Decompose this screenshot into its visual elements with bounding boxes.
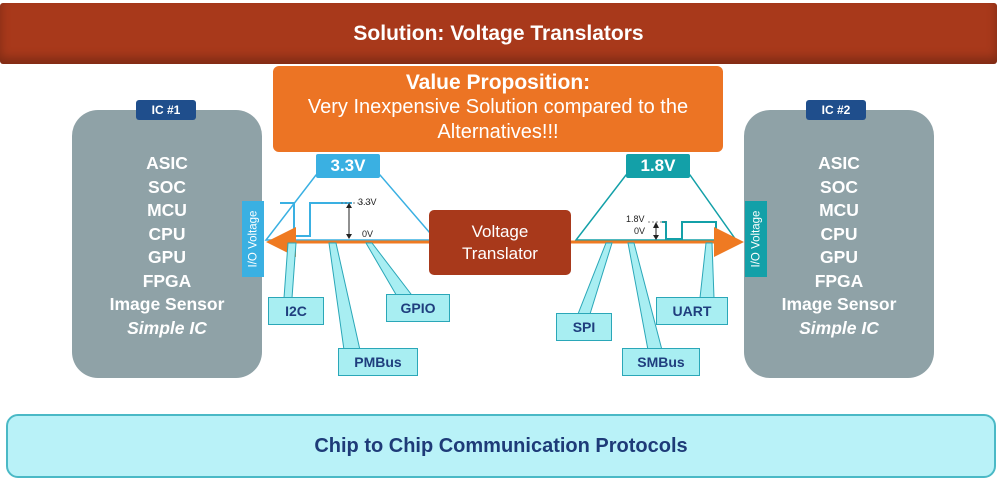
ic2-item: MCU	[819, 200, 859, 220]
ic1-item: GPU	[148, 247, 186, 267]
ic2-item: GPU	[820, 247, 858, 267]
spi-pointer	[577, 242, 613, 315]
value-proposition-line2: Alternatives!!!	[437, 121, 559, 143]
footer-banner: Chip to Chip Communication Protocols	[6, 414, 996, 478]
value-proposition-line1: Very Inexpensive Solution compared to th…	[307, 96, 689, 118]
left-low-level-label: 0V	[362, 229, 374, 239]
left-high-level-label: 3.3V	[358, 197, 377, 207]
left-voltage-badge: 3.3V	[316, 154, 380, 178]
ic2-item: ASIC	[818, 153, 860, 173]
ic1-item: FPGA	[142, 270, 192, 291]
title-banner: Solution: Voltage Translators	[0, 3, 997, 64]
value-proposition-box: Value Proposition: Very Inexpensive Solu…	[273, 66, 723, 152]
ic2-item: SOC	[820, 176, 858, 197]
protocol-gpio: GPIO	[386, 294, 450, 322]
protocol-pmbus: PMBus	[338, 348, 418, 376]
ic2-item: CPU	[820, 223, 858, 244]
right-low-level-label: 0V	[634, 226, 646, 236]
ic2-tag: IC #2	[806, 100, 866, 120]
voltage-translator-box: Voltage Translator	[429, 210, 571, 275]
gpio-pointer	[365, 242, 416, 299]
voltage-translator-line1: Voltage	[471, 221, 529, 241]
right-voltage-callout	[574, 174, 738, 241]
uart-pointer	[699, 242, 715, 299]
footer-label: Chip to Chip Communication Protocols	[314, 434, 688, 457]
ic2-io-voltage: I/O Voltage	[745, 201, 767, 277]
i2c-pointer	[283, 242, 297, 299]
ic1-item: CPU	[148, 223, 186, 244]
left-voltage-callout	[264, 174, 438, 241]
value-proposition-heading: Value Proposition:	[405, 71, 591, 94]
protocol-uart: UART	[656, 297, 728, 325]
ic1-io-voltage: I/O Voltage	[242, 201, 264, 277]
ic1-item: Image Sensor	[109, 294, 225, 314]
right-voltage-badge: 1.8V	[626, 154, 690, 178]
ic1-item: ASIC	[146, 153, 188, 173]
ic2-list: ASIC SOC MCU CPU GPU FPGA Image Sensor S…	[744, 152, 934, 340]
ic1-item-italic: Simple IC	[127, 317, 207, 338]
ic2-box	[744, 110, 934, 378]
protocol-i2c: I2C	[268, 297, 324, 325]
ic1-box	[72, 110, 262, 378]
ic2-item-italic: Simple IC	[799, 317, 879, 338]
ic1-list: ASIC SOC MCU CPU GPU FPGA Image Sensor S…	[72, 152, 262, 340]
ic2-item: FPGA	[814, 270, 864, 291]
ic1-item: MCU	[147, 200, 187, 220]
ic2-item: Image Sensor	[781, 294, 897, 314]
ic1-tag: IC #1	[136, 100, 196, 120]
right-high-level-label: 1.8V	[626, 214, 645, 224]
page-title: Solution: Voltage Translators	[353, 21, 644, 45]
protocol-spi: SPI	[556, 313, 612, 341]
pmbus-pointer	[328, 242, 361, 351]
voltage-translator-line2: Translator	[462, 243, 538, 263]
ic1-item: SOC	[148, 176, 186, 197]
protocol-smbus: SMBus	[622, 348, 700, 376]
